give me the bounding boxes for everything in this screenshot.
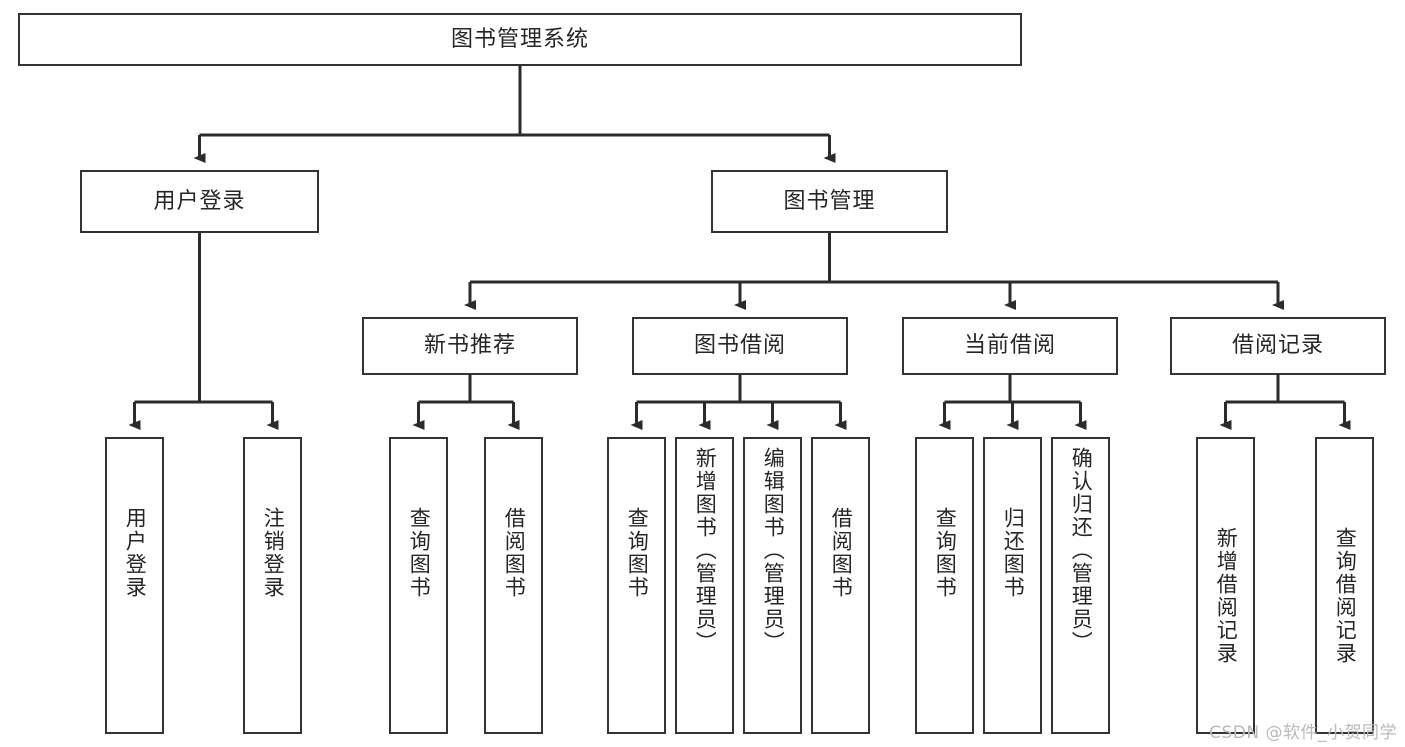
- node-leaf-leaf-edit-book-admin[interactable]: 编辑图书（管理员）: [743, 437, 802, 734]
- node-label: 图书借阅: [693, 333, 786, 359]
- node-leaf-leaf-query-book-1[interactable]: 查询图书: [389, 437, 448, 734]
- node-leaf-leaf-query-book-3[interactable]: 查询图书: [915, 437, 974, 734]
- node-leaf-leaf-query-book-2[interactable]: 查询图书: [607, 437, 666, 734]
- node-leaf-leaf-add-book-admin[interactable]: 新增图书（管理员）: [675, 437, 734, 734]
- node-label: 新书推荐: [423, 333, 516, 359]
- node-borrow-record[interactable]: 借阅记录: [1170, 317, 1386, 375]
- node-leaf-leaf-query-record[interactable]: 查询借阅记录: [1315, 437, 1374, 734]
- node-label: 归还图书: [1001, 507, 1026, 599]
- node-label: 图书管理: [783, 188, 876, 214]
- node-label: 新增图书（管理员）: [693, 447, 718, 654]
- node-book-management[interactable]: 图书管理: [711, 170, 948, 233]
- node-label: 注销登录: [261, 507, 286, 599]
- node-book-borrow[interactable]: 图书借阅: [632, 317, 848, 375]
- node-leaf-leaf-logout[interactable]: 注销登录: [243, 437, 302, 734]
- node-leaf-leaf-user-login[interactable]: 用户登录: [105, 437, 164, 734]
- node-root-root[interactable]: 图书管理系统: [18, 13, 1022, 66]
- node-label: 用户登录: [153, 188, 246, 214]
- node-label: 查询图书: [407, 507, 432, 599]
- node-leaf-leaf-confirm-return[interactable]: 确认归还（管理员）: [1051, 437, 1110, 734]
- node-label: 借阅图书: [502, 507, 527, 599]
- node-label: 查询图书: [625, 507, 650, 599]
- node-label: 当前借阅: [963, 333, 1056, 359]
- node-leaf-leaf-borrow-book-1[interactable]: 借阅图书: [484, 437, 543, 734]
- node-label: 借阅图书: [829, 507, 854, 599]
- node-label: 查询借阅记录: [1333, 527, 1358, 665]
- node-leaf-leaf-add-record[interactable]: 新增借阅记录: [1196, 437, 1255, 734]
- node-label: 查询图书: [933, 507, 958, 599]
- node-label: 借阅记录: [1231, 333, 1324, 359]
- watermark: CSDN @软件_小贺同学: [1209, 723, 1397, 743]
- node-label: 新增借阅记录: [1214, 527, 1239, 665]
- node-label: 用户登录: [123, 507, 148, 599]
- node-label: 确认归还（管理员）: [1069, 447, 1094, 654]
- node-leaf-leaf-return-book[interactable]: 归还图书: [983, 437, 1042, 734]
- node-leaf-leaf-borrow-book-2[interactable]: 借阅图书: [811, 437, 870, 734]
- node-label: 编辑图书（管理员）: [761, 447, 786, 654]
- node-new-book-recommend[interactable]: 新书推荐: [362, 317, 578, 375]
- node-current-borrow[interactable]: 当前借阅: [902, 317, 1118, 375]
- node-label: 图书管理系统: [450, 26, 589, 52]
- node-user-login[interactable]: 用户登录: [80, 170, 319, 233]
